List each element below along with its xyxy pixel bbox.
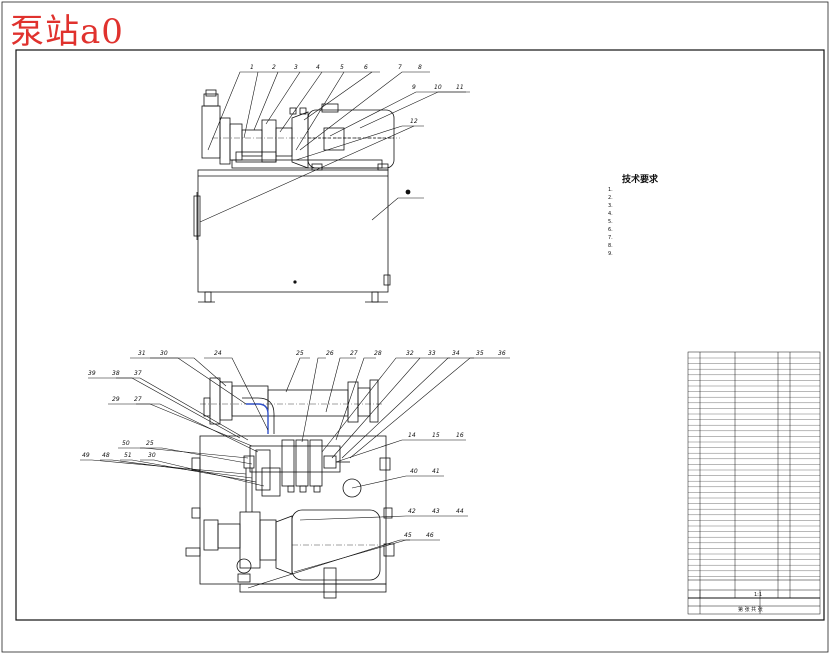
balloon-16: 16 [456, 432, 464, 439]
balloon-41: 41 [432, 468, 440, 475]
leaders-bottom [80, 357, 510, 589]
balloon-26: 26 [326, 350, 334, 357]
inner-frame [15, 49, 825, 621]
balloon-25: 25 [296, 350, 304, 357]
balloon-31: 31 [138, 350, 146, 357]
blue-pipe [246, 403, 269, 434]
technical-requirements-notes: 1. 2. 3. 4. 5. 6. 7. 8. 9. [608, 186, 718, 258]
balloon-3: 3 [294, 64, 298, 71]
balloon-32: 32 [406, 350, 414, 357]
title-block-text: 1:1 第 张 共 张 [738, 592, 763, 613]
balloon-8: 8 [418, 64, 422, 71]
balloon-15: 15 [432, 432, 440, 439]
balloon-27: 27 [350, 350, 358, 357]
balloon-49: 49 [82, 452, 90, 459]
scale-text: 1:1 [754, 592, 762, 598]
balloon-39: 39 [88, 370, 96, 377]
balloon-6: 6 [364, 64, 368, 71]
drawing-title: 泵站a0 [10, 12, 124, 52]
balloon-40: 40 [410, 468, 418, 475]
balloon-9: 9 [412, 84, 416, 91]
balloon-50: 50 [122, 440, 130, 447]
requirement-line: 4. [608, 211, 613, 217]
balloon-42: 42 [408, 508, 416, 515]
balloon-27b: 27 [134, 396, 142, 403]
requirement-line: 3. [608, 203, 613, 209]
balloon-30: 30 [160, 350, 168, 357]
balloon-1: 1 [250, 64, 254, 71]
balloon-7: 7 [398, 64, 402, 71]
requirement-line: 8. [608, 243, 613, 249]
balloon-29: 29 [112, 396, 120, 403]
balloon-12: 12 [410, 118, 418, 125]
motor-top [307, 109, 395, 169]
sheet-text: 第 张 共 张 [738, 606, 763, 613]
balloon-24: 24 [214, 350, 222, 357]
manifold [249, 445, 341, 473]
balloon-2: 2 [272, 64, 276, 71]
balloon-4: 4 [316, 64, 320, 71]
balloon-30b: 30 [148, 452, 156, 459]
balloon-45: 45 [404, 532, 412, 539]
balloon-35: 35 [476, 350, 484, 357]
technical-requirements-heading: 技术要求 [622, 175, 659, 185]
balloon-25b: 25 [146, 440, 154, 447]
balloon-38: 38 [112, 370, 120, 377]
requirement-line: 9. [608, 251, 613, 257]
breather-cap [342, 478, 362, 498]
balloon-labels-bottom: 31 30 24 25 26 27 28 32 33 34 35 36 39 3… [82, 350, 506, 539]
top-assembly [193, 89, 411, 303]
leaders-top [199, 71, 470, 223]
balloon-5: 5 [340, 64, 344, 71]
balloon-28: 28 [374, 350, 382, 357]
balloon-labels-top: 1 2 3 4 5 6 7 8 9 10 11 12 [250, 64, 464, 125]
parts-list [687, 351, 821, 615]
tank-top [197, 169, 389, 293]
requirement-line: 1. [608, 187, 613, 193]
balloon-36: 36 [498, 350, 506, 357]
balloon-44: 44 [456, 508, 464, 515]
balloon-10: 10 [434, 84, 442, 91]
requirement-line: 7. [608, 235, 613, 241]
balloon-43: 43 [432, 508, 440, 515]
requirement-line: 5. [608, 219, 613, 225]
balloon-46: 46 [426, 532, 434, 539]
bottom-assembly [185, 377, 395, 599]
balloon-33: 33 [428, 350, 436, 357]
balloon-51: 51 [124, 452, 132, 459]
balloon-14: 14 [408, 432, 416, 439]
balloon-48: 48 [102, 452, 110, 459]
requirement-line: 2. [608, 195, 613, 201]
balloon-11: 11 [456, 84, 464, 91]
requirement-line: 6. [608, 227, 613, 233]
balloon-37: 37 [134, 370, 142, 377]
balloon-34: 34 [452, 350, 460, 357]
